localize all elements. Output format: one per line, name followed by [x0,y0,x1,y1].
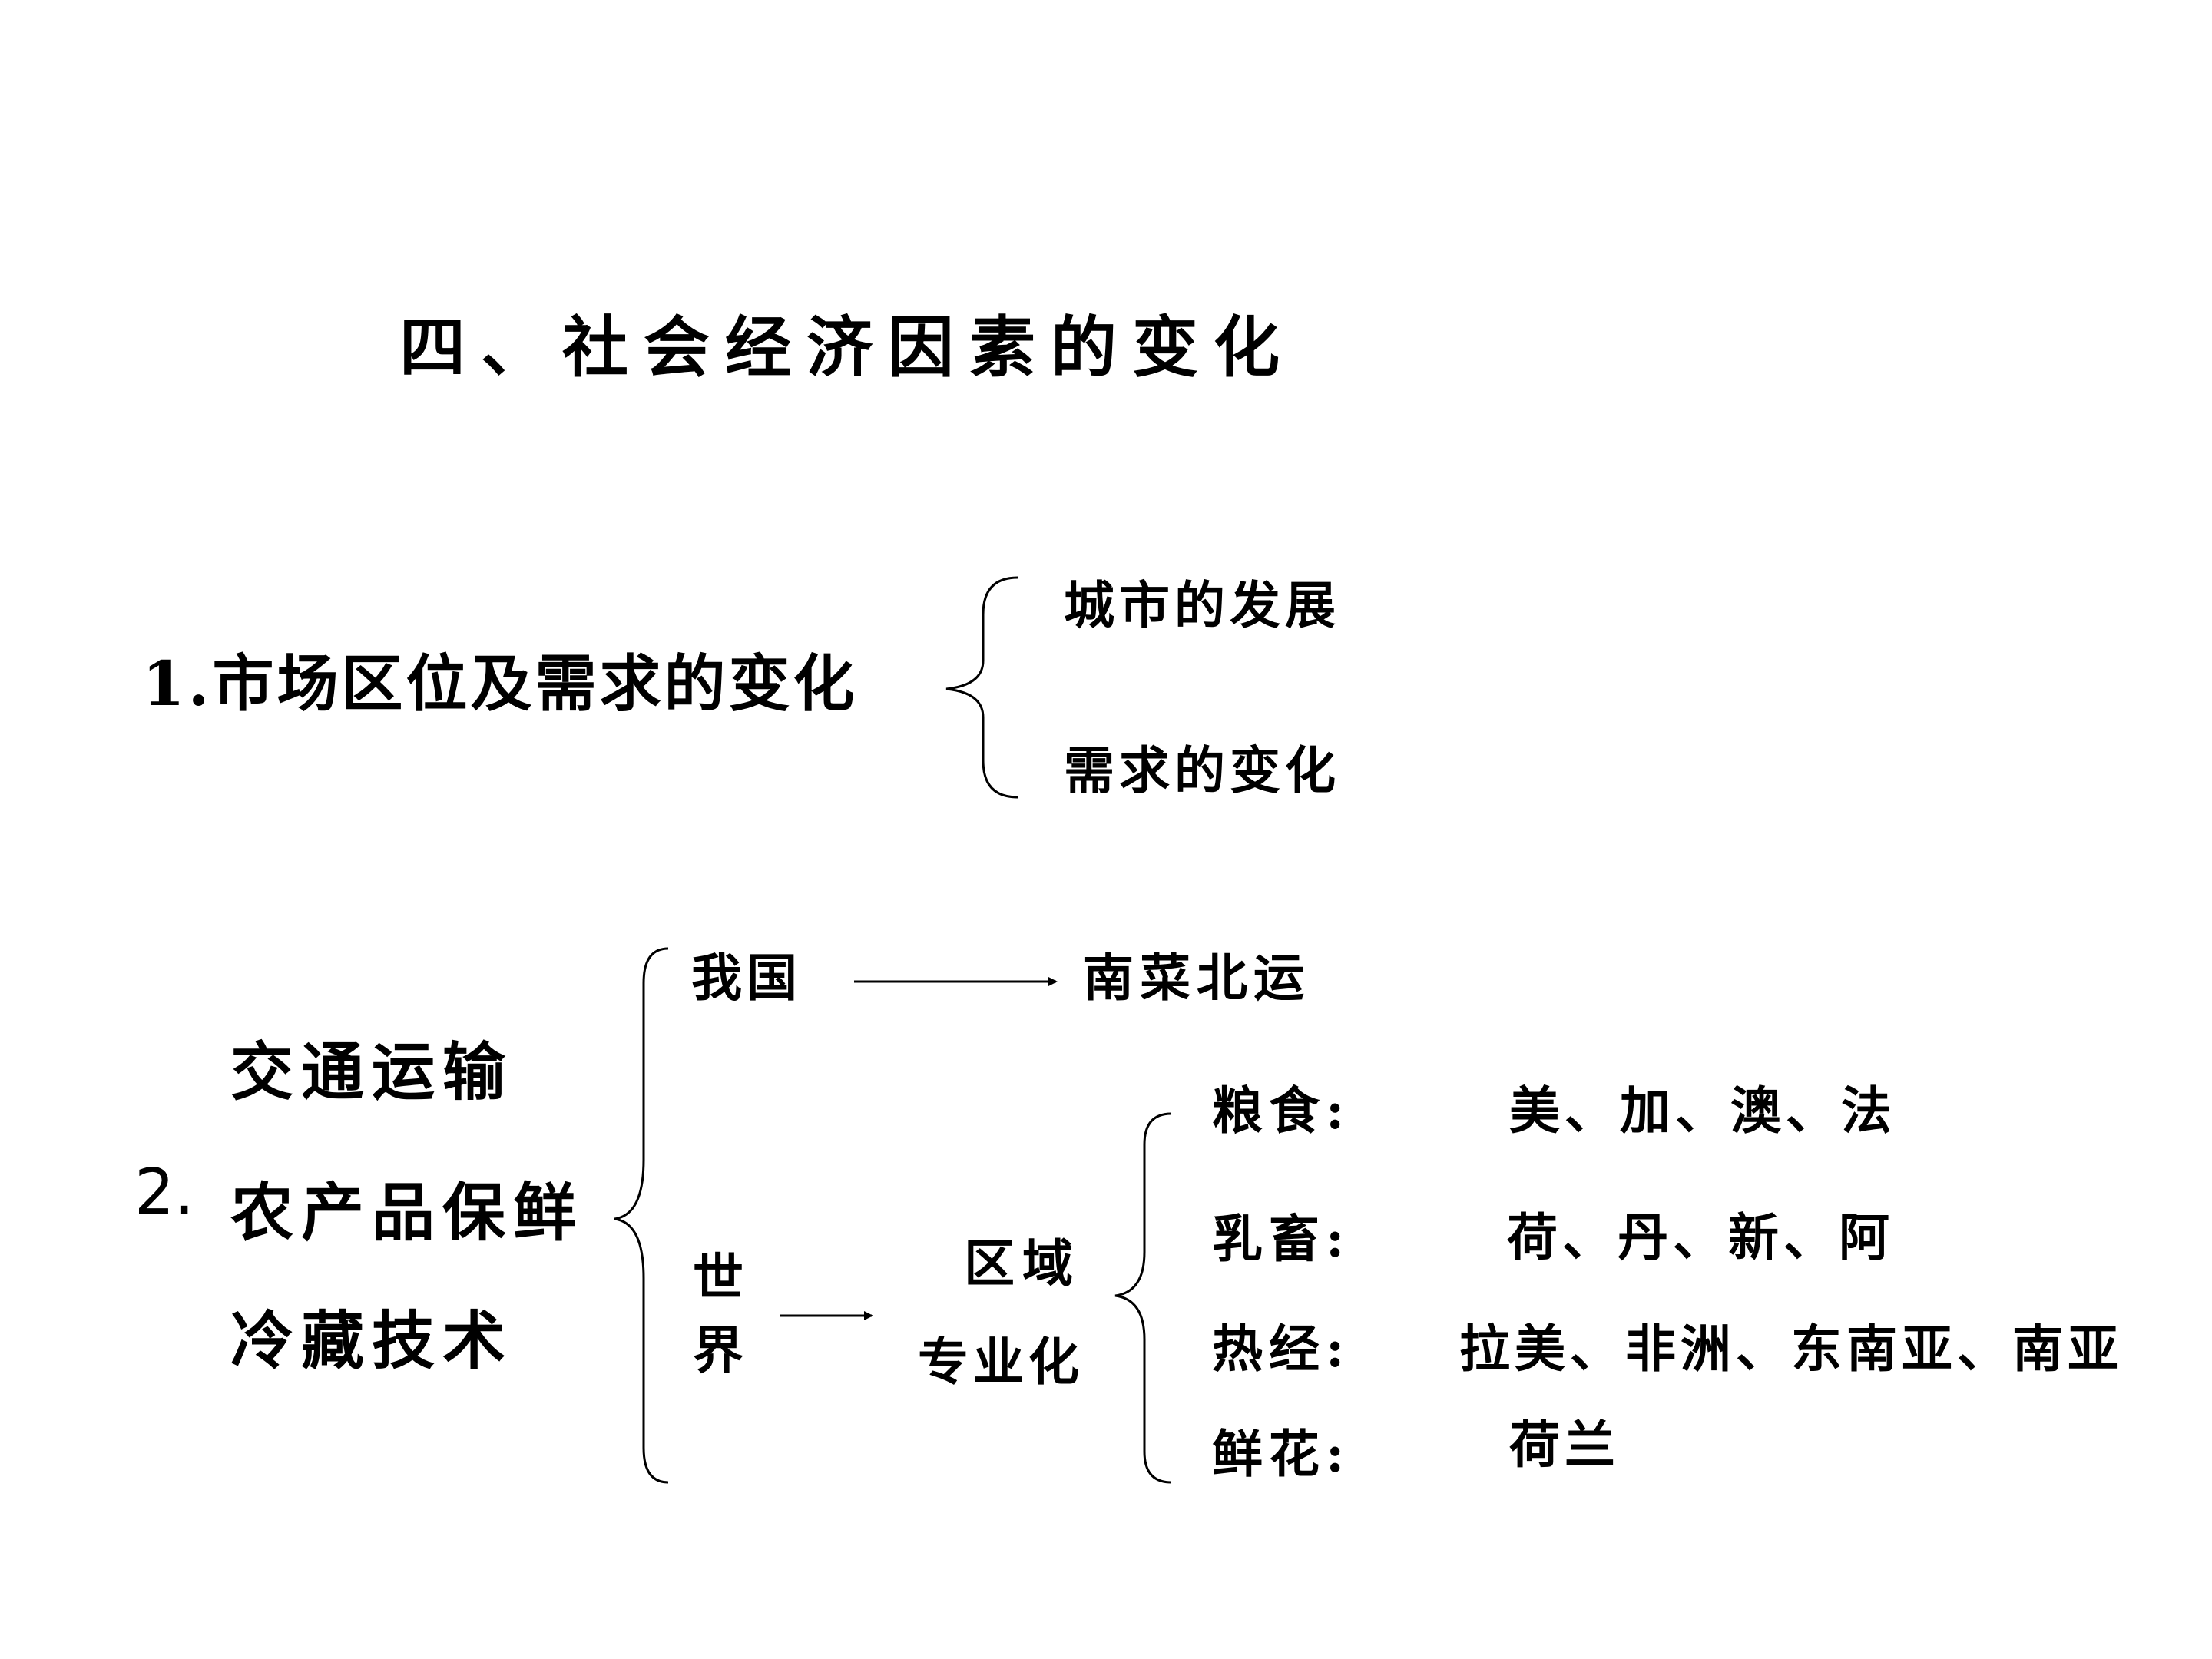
section1-branch-city: 城市的发展 [1064,575,1340,635]
section2-factor-transport: 交通运输 [230,1035,514,1109]
section1-label: 1.市场区位及需求的变化 [142,647,858,720]
slide-title: 四、社会经济因素的变化 [399,309,1295,386]
countries-flowers: 荷兰 [1509,1415,1620,1475]
section2-factor-preservation: 农产品保鲜 [230,1176,584,1250]
region-label: 区域 [964,1233,1081,1293]
world-label-top: 世 [693,1247,743,1307]
countries-grain: 美、加、澳、法 [1509,1081,1896,1141]
section2-number: 2. [134,1156,195,1229]
countries-tropical-crops: 拉美、非洲、东南亚、南亚 [1459,1319,2123,1379]
category-tropical-crops: 热经: [1212,1319,1351,1379]
specialization-label: 专业化 [918,1332,1084,1392]
section1-branch-demand: 需求的变化 [1064,740,1340,800]
countries-dairy: 荷、丹、新、阿 [1507,1207,1894,1267]
section2-factor-refrigeration: 冷藏技术 [230,1304,514,1378]
brace-section2 [614,947,669,1484]
world-label-bottom: 界 [693,1320,743,1380]
category-grain: 粮食: [1212,1081,1351,1141]
brace-section1 [945,576,1018,799]
brace-world-categories [1114,1112,1172,1484]
china-label: 我国 [691,948,802,1008]
category-flowers: 鲜花: [1212,1424,1351,1484]
category-dairy: 乳畜: [1212,1209,1351,1269]
china-result: 南菜北运 [1083,948,1310,1008]
